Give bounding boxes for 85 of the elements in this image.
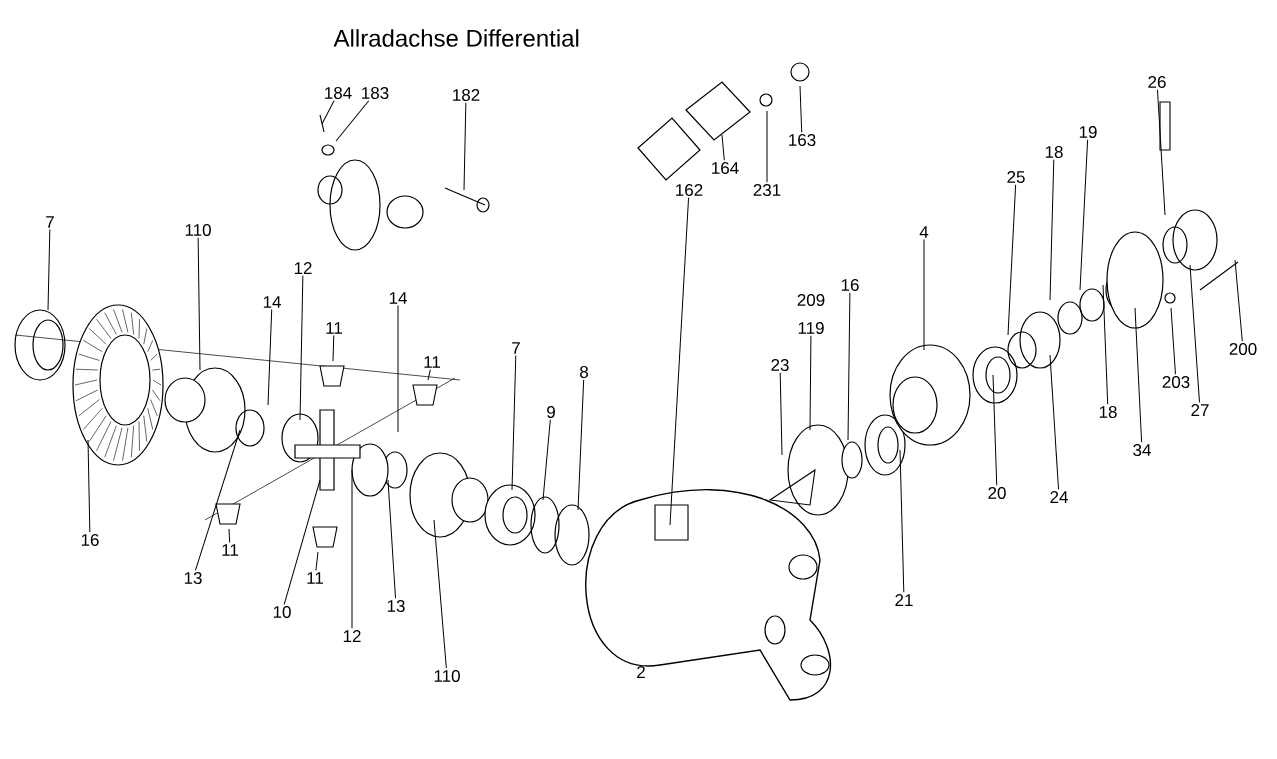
callout-number: 10 (273, 605, 291, 618)
callout-number: 24 (1050, 491, 1068, 503)
callout-number: 11 (424, 356, 440, 368)
leader-line (47, 229, 51, 311)
callout-number: 200 (1229, 343, 1257, 355)
leader-line (1049, 159, 1055, 301)
leader-line (779, 372, 783, 456)
callout-number: 162 (676, 184, 703, 196)
leader-line (332, 335, 335, 362)
leader-line (1234, 259, 1243, 342)
callout-number: 18 (1099, 405, 1117, 418)
leader-line (1049, 354, 1059, 490)
leader-line (809, 335, 812, 431)
leader-line (721, 134, 725, 161)
leader-line (397, 305, 399, 433)
callout-number: 182 (453, 89, 480, 101)
callout-number: 7 (512, 342, 520, 354)
leader-line (351, 469, 353, 629)
leader-line (1102, 284, 1109, 405)
leader-line (1079, 139, 1089, 291)
callout-number: 27 (1191, 404, 1209, 416)
callout-number: 9 (547, 405, 555, 418)
leader-line (542, 419, 551, 501)
callout-number: 14 (263, 296, 281, 308)
leader-line (228, 528, 231, 543)
callout-number: 12 (343, 630, 361, 642)
callout-number: 7 (46, 216, 54, 228)
callout-number: 20 (988, 487, 1006, 499)
leader-line (577, 379, 585, 511)
callout-number: 21 (895, 594, 913, 606)
callout-number: 11 (326, 322, 342, 334)
leader-line (1170, 307, 1176, 375)
leader-line (427, 369, 431, 381)
leader-line (899, 449, 905, 593)
leader-line (299, 275, 304, 421)
callout-number: 16 (841, 279, 859, 291)
callout-number: 19 (1079, 126, 1097, 138)
callout-number: 203 (1162, 375, 1190, 388)
leader-line (1189, 264, 1200, 403)
title: Allradachse Differential (333, 29, 579, 47)
callout-number: 119 (798, 322, 824, 334)
callout-number: 8 (580, 365, 588, 378)
callout-number: 11 (307, 572, 323, 584)
leader-line (463, 102, 467, 191)
leader-line (1134, 307, 1143, 443)
leader-line (992, 374, 998, 486)
callout-number: 164 (712, 162, 739, 174)
callout-number: 12 (294, 262, 312, 274)
callout-number: 163 (789, 134, 816, 146)
callout-number: 25 (1007, 171, 1025, 183)
leader-line (197, 237, 201, 371)
callout-number: 14 (389, 292, 407, 304)
leader-line (335, 100, 370, 142)
leader-line (194, 429, 241, 571)
callout-number: 26 (1148, 76, 1166, 88)
leader-line (387, 479, 396, 599)
callout-number: 23 (771, 358, 789, 371)
callout-number: 34 (1133, 444, 1151, 456)
leader-line (923, 239, 925, 351)
leader-line (669, 197, 690, 526)
leader-line (315, 551, 319, 571)
callout-number: 11 (222, 544, 238, 556)
leader-line (511, 355, 517, 491)
callout-number: 13 (184, 571, 202, 584)
callout-number: 13 (387, 599, 405, 612)
leader-line (799, 85, 803, 133)
callout-number: 4 (919, 226, 929, 238)
callout-number: 110 (434, 669, 460, 682)
leader-line (433, 519, 447, 669)
callout-number: 2 (637, 666, 645, 678)
leader-line (1007, 184, 1017, 336)
leader-line (267, 309, 273, 406)
callout-number: 231 (753, 184, 781, 196)
leader-line (766, 110, 768, 183)
callout-number: 16 (81, 533, 99, 546)
callout-number: 183 (362, 87, 389, 99)
callout-number: 18 (1045, 146, 1063, 158)
callout-number: 110 (185, 224, 211, 236)
leader-line (1156, 89, 1166, 216)
callout-number: 184 (325, 87, 352, 99)
leader-line (847, 292, 851, 441)
leader-line (87, 439, 91, 533)
leader-line (321, 100, 335, 125)
callout-number: 209 (797, 293, 825, 306)
leader-line (283, 479, 321, 605)
